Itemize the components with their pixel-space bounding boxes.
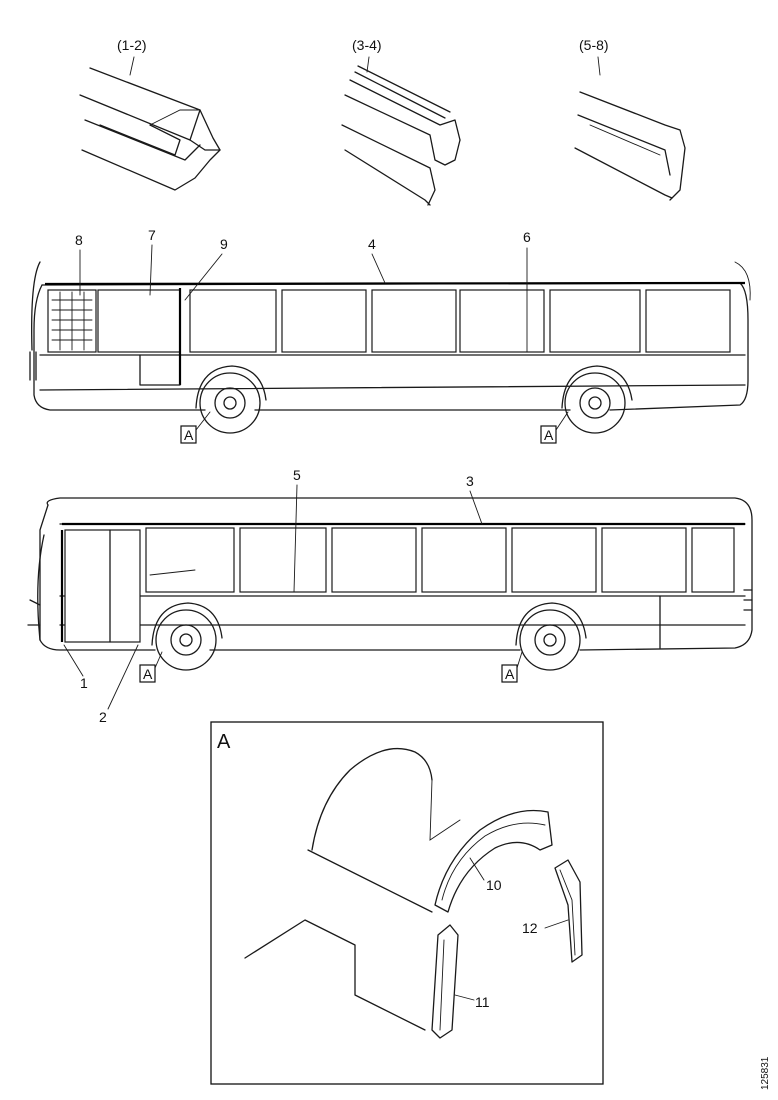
wheel-lower-rear [515, 602, 587, 671]
detail-marker-label: A [505, 666, 515, 682]
detail-marker-upper-rear: A [540, 411, 569, 444]
detail-marker-label: A [143, 666, 153, 682]
callout-1: 1 [80, 675, 88, 691]
bus-side-view-upper [29, 261, 751, 434]
profile-label-3-4: (3-4) [352, 37, 382, 53]
detail-marker-lower-rear: A [501, 651, 523, 683]
callout-7: 7 [148, 227, 156, 243]
bus-side-view-lower [27, 497, 753, 671]
profile-label-5-8: (5-8) [579, 37, 609, 53]
detail-marker-label: A [544, 427, 554, 443]
detail-marker-label: A [184, 427, 194, 443]
callout-2: 2 [99, 709, 107, 725]
rear-trim-part-12 [554, 859, 583, 963]
detail-a-box: A 10 12 11 [210, 721, 604, 1085]
callout-3: 3 [466, 473, 474, 489]
callout-6: 6 [523, 229, 531, 245]
callout-5: 5 [293, 467, 301, 483]
callout-4: 4 [368, 236, 376, 252]
callout-10: 10 [486, 877, 502, 893]
callout-12: 12 [522, 920, 538, 936]
detail-marker-upper-front: A [180, 411, 211, 444]
detail-marker-lower-front: A [139, 651, 163, 683]
wheel-lower-front [151, 602, 223, 671]
profile-section-3-4: (3-4) [341, 37, 461, 206]
profile-section-5-8: (5-8) [574, 37, 686, 201]
profile-section-1-2: (1-2) [79, 37, 221, 191]
callout-11: 11 [475, 994, 490, 1010]
callout-8: 8 [75, 232, 83, 248]
callouts-lower: 5 3 1 2 [63, 467, 483, 725]
drawing-code: 125831 [760, 1056, 771, 1090]
callout-9: 9 [220, 236, 228, 252]
front-trim-part-11 [431, 924, 459, 1039]
arch-trim-part-10 [434, 809, 553, 913]
callouts-upper: 8 7 9 4 6 [75, 227, 531, 353]
wheel-upper-rear [561, 365, 633, 434]
wheel-upper-front [195, 365, 267, 434]
profile-label-1-2: (1-2) [117, 37, 147, 53]
detail-a-title: A [217, 731, 231, 753]
